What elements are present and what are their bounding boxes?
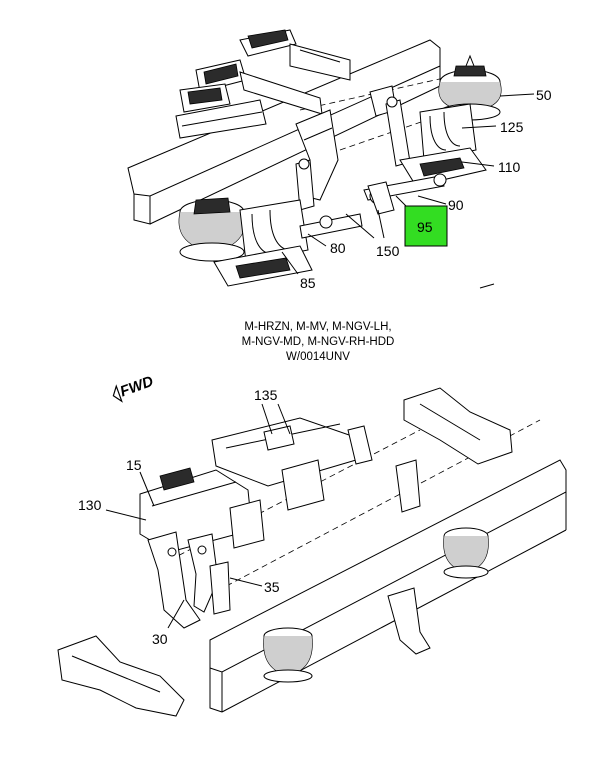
bottom-leaders bbox=[105, 403, 291, 629]
fwd-indicator: FWD bbox=[112, 373, 156, 403]
callout-50[interactable]: 50 bbox=[536, 87, 552, 103]
highlight-box-95[interactable] bbox=[404, 205, 448, 247]
top-assembly bbox=[127, 29, 502, 289]
caption-line-1: M-HRZN, M-MV, M-NGV-LH, bbox=[244, 321, 391, 333]
air-spring-left bbox=[178, 197, 246, 262]
air-spring-lower-left bbox=[263, 627, 313, 683]
callout-30[interactable]: 30 bbox=[152, 631, 168, 647]
callout-110[interactable]: 110 bbox=[498, 159, 521, 175]
fwd-arrow-icon bbox=[112, 384, 123, 403]
model-caption: M-HRZN, M-MV, M-NGV-LH, M-NGV-MD, M-NGV-… bbox=[242, 321, 395, 363]
callout-125[interactable]: 125 bbox=[500, 119, 524, 135]
callout-15[interactable]: 15 bbox=[126, 457, 142, 473]
fwd-label: FWD bbox=[118, 373, 156, 401]
callout-35[interactable]: 35 bbox=[264, 579, 280, 595]
callout-80[interactable]: 80 bbox=[330, 240, 346, 256]
air-spring-lower-right bbox=[443, 527, 489, 579]
callout-95[interactable]: 95 bbox=[417, 219, 433, 235]
callout-150[interactable]: 150 bbox=[376, 243, 400, 259]
callout-135[interactable]: 135 bbox=[254, 387, 278, 403]
caption-line-3: W/0014UNV bbox=[286, 351, 350, 363]
callout-90[interactable]: 90 bbox=[448, 197, 464, 213]
callout-85[interactable]: 85 bbox=[300, 275, 316, 291]
caption-line-2: M-NGV-MD, M-NGV-RH-HDD bbox=[242, 336, 395, 348]
bottom-assembly bbox=[57, 387, 567, 717]
callout-130[interactable]: 130 bbox=[78, 497, 102, 513]
